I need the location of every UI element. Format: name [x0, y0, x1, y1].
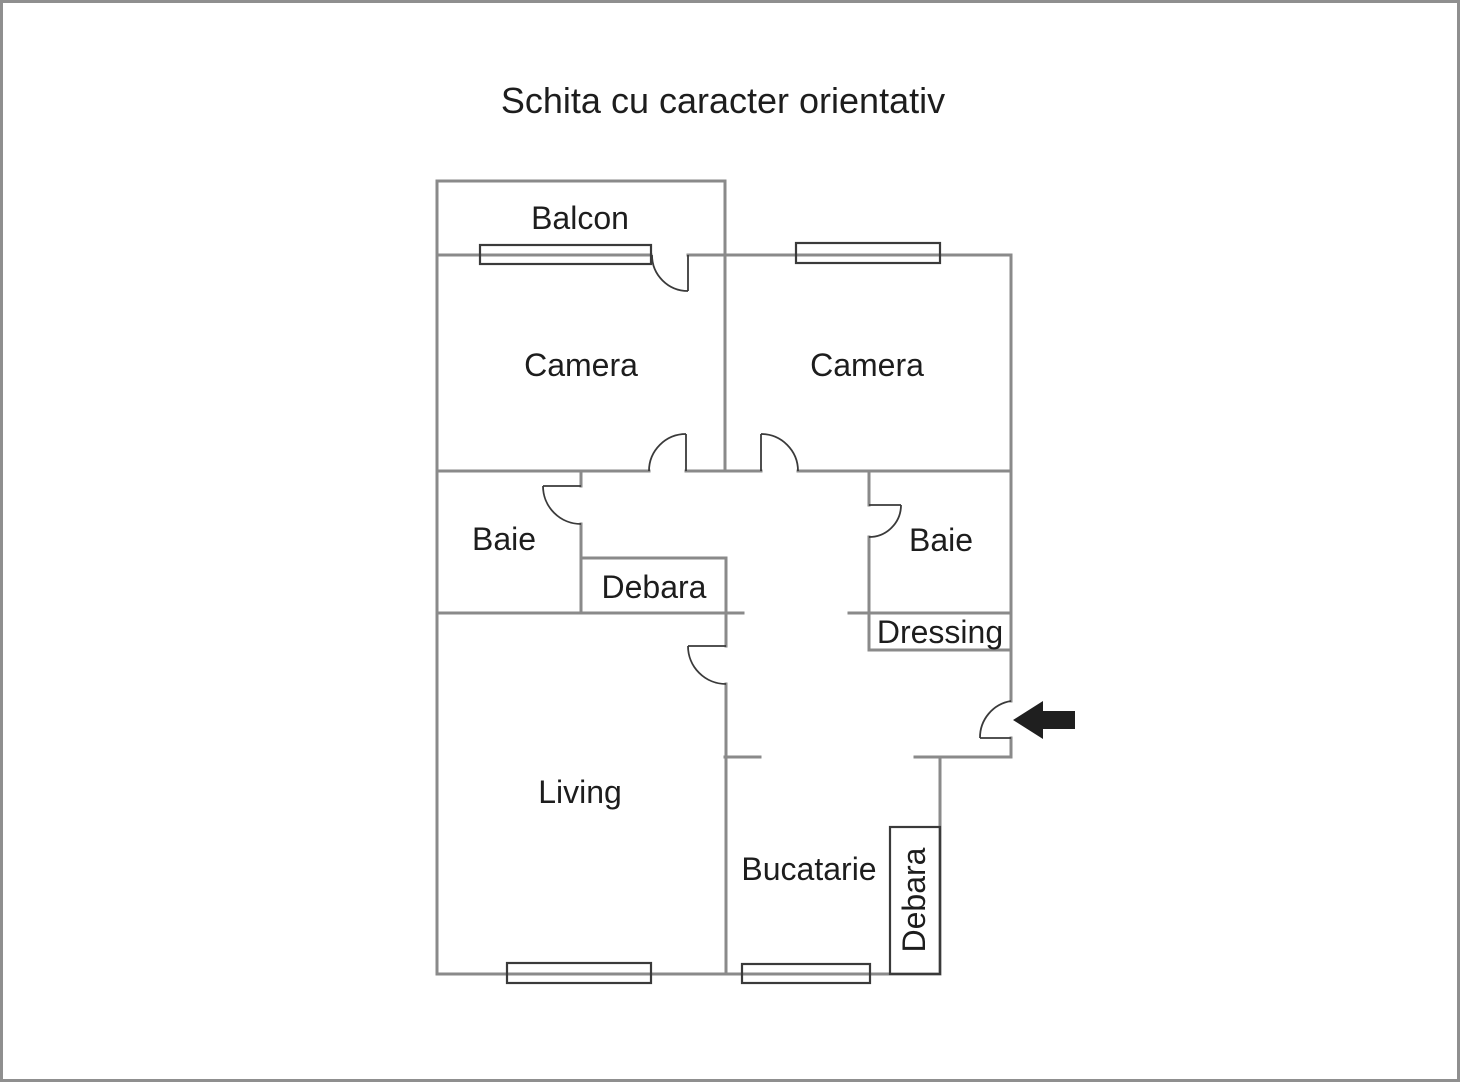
door-baie-left [542, 485, 582, 525]
room-label-bucatarie: Bucatarie [741, 851, 876, 887]
door-arc [979, 700, 1012, 739]
room-label-baie-left: Baie [472, 521, 536, 557]
door-arc [651, 254, 689, 292]
door-camera-left [648, 433, 687, 472]
entrance-arrow-icon [1013, 701, 1075, 739]
plan-title: Schita cu caracter orientativ [501, 80, 945, 121]
debara-kitchen-box [888, 825, 942, 976]
window-camera-right [794, 241, 942, 265]
walls [435, 179, 1013, 976]
door-balcon [651, 254, 689, 292]
room-label-living: Living [538, 774, 622, 810]
door-camera-right [760, 433, 799, 472]
window-living [505, 961, 653, 985]
door-arc [868, 504, 902, 538]
room-label-debara-kitchen: Debara [896, 847, 932, 952]
room-label-camera-right: Camera [810, 347, 924, 383]
door-entrance [979, 700, 1012, 739]
floorplan-svg: Schita cu caracter orientativ [435, 80, 1075, 985]
room-label-dressing: Dressing [877, 614, 1003, 650]
room-label-balcon: Balcon [531, 200, 629, 236]
door-living [687, 645, 727, 685]
window-bucatarie [740, 962, 872, 985]
room-label-camera-left: Camera [524, 347, 638, 383]
door-arc [760, 433, 799, 472]
room-label-baie-right: Baie [909, 522, 973, 558]
door-arc [542, 485, 582, 525]
door-arc [648, 433, 687, 472]
door-baie-right [868, 504, 902, 538]
room-label-debara-hall: Debara [602, 569, 707, 605]
door-arc [687, 645, 727, 685]
window-balcon [478, 243, 653, 266]
